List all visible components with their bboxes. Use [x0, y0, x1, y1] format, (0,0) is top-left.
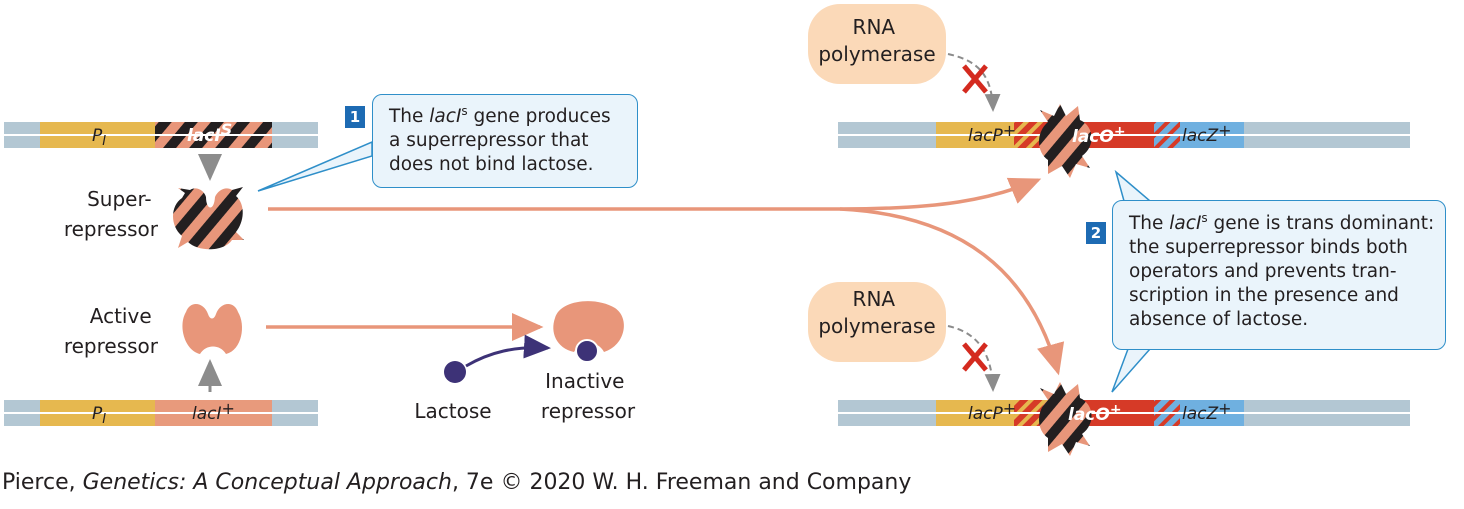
rna-polymerase-top-label: RNA polymerase — [818, 15, 935, 66]
dna-strand-laci-s: PI lacIS — [4, 120, 318, 149]
promoter-label-2: PI — [92, 404, 106, 427]
callout-2-pointer-bottom — [1111, 348, 1152, 393]
callout-1: The lacIs gene produces a superrepressor… — [372, 94, 638, 188]
operon-bottom: lacP+ lacO+ lacZ+ — [838, 382, 1410, 456]
superrepressor-label: Super- repressor — [64, 187, 159, 241]
callout-2-pointer-top — [1114, 169, 1153, 202]
callout-2-line-4: scription in the presence and — [1129, 285, 1399, 307]
callout-2-line-5: absence of lactose. — [1129, 309, 1309, 331]
operon-top: lacP+ lacO+ lacZ+ — [838, 104, 1410, 178]
superrepressor-shape — [173, 187, 244, 250]
lactose-binding-arrow — [465, 334, 551, 368]
bound-superrepressor-top — [1039, 104, 1092, 178]
dna-strand-laci-plus: PI lacI+ — [4, 399, 318, 427]
block-x-top — [962, 64, 988, 94]
callout-2: The lacIs gene is trans dominant: the su… — [1112, 200, 1446, 350]
laco-label-bottom: lacO+ — [1068, 402, 1122, 425]
callout-2-line-1: The lacIs gene is trans dominant: — [1129, 211, 1435, 235]
inactive-repressor-shape — [553, 301, 624, 363]
callout-1-pointer — [257, 140, 373, 192]
step-2-badge: 2 — [1086, 222, 1106, 244]
lacp-label-bottom: lacP+ — [968, 399, 1016, 424]
callout-2-line-3: operators and prevents tran- — [1129, 261, 1397, 283]
rna-polymerase-bottom-label: RNA polymerase — [818, 287, 935, 338]
credit-line: Pierce, Genetics: A Conceptual Approach,… — [2, 470, 912, 495]
polymerase-bottom-arrow — [947, 325, 1001, 392]
laci-s-label: lacIS — [187, 120, 232, 146]
bound-superrepressor-bottom — [1039, 382, 1092, 456]
lacp-label-top: lacP+ — [968, 121, 1016, 146]
lacz-label-bottom: lacZ+ — [1182, 399, 1232, 424]
rna-polymerase-top — [808, 4, 946, 84]
block-x-bottom — [962, 342, 988, 372]
callout-1-line-3: does not bind lactose. — [389, 154, 594, 176]
callout-1-line-1: The lacIs gene produces — [389, 104, 611, 128]
lactose-label: Lactose — [414, 399, 491, 423]
lacz-label-top: lacZ+ — [1182, 121, 1232, 146]
callout-1-line-2: a superrepressor that — [389, 130, 589, 152]
callout-2-line-2: the superrepressor binds both — [1129, 237, 1408, 259]
active-repressor-label: Active repressor — [64, 304, 159, 358]
arrow-superrepressor-to-operator-2 — [839, 207, 1065, 376]
active-repressor-shape — [182, 303, 242, 354]
lactose-molecule — [444, 361, 466, 383]
laci-plus-label: lacI+ — [192, 399, 235, 424]
promoter-label: PI — [92, 126, 106, 149]
inactive-repressor-label: Inactive repressor — [541, 369, 636, 423]
rna-polymerase-bottom — [808, 282, 946, 362]
laco-label-top: lacO+ — [1072, 124, 1126, 147]
step-1-badge: 1 — [345, 106, 365, 128]
